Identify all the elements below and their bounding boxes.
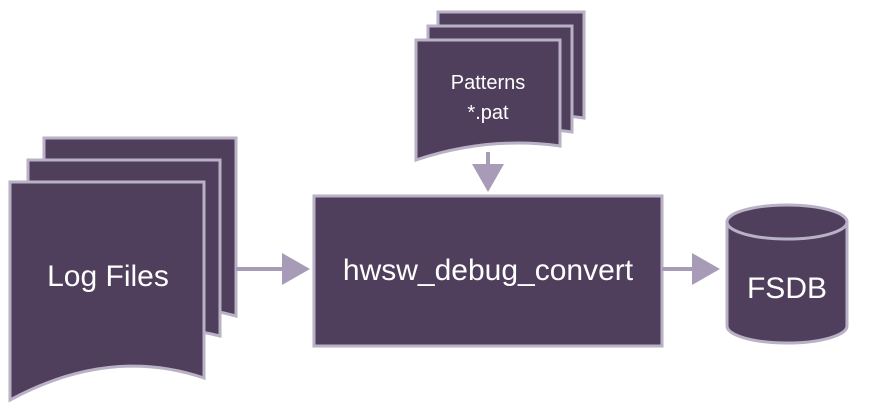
fsdb-cylinder-top [725,203,849,241]
patterns-node: Patterns *.pat [414,10,586,163]
log-files-page-front [8,180,206,403]
fsdb-cylinder-body [725,220,849,345]
patterns-label-line2: *.pat [467,102,509,124]
converter-label: hwsw_debug_convert [343,254,634,287]
patterns-label-line1: Patterns [451,72,525,94]
fsdb-node: FSDB [725,203,849,345]
log-files-node: Log Files [8,136,238,403]
fsdb-label: FSDB [747,272,827,305]
converter-node: hwsw_debug_convert [312,194,664,348]
log-files-label: Log Files [47,260,169,293]
converter-box [312,194,664,348]
patterns-page-front [414,38,562,163]
